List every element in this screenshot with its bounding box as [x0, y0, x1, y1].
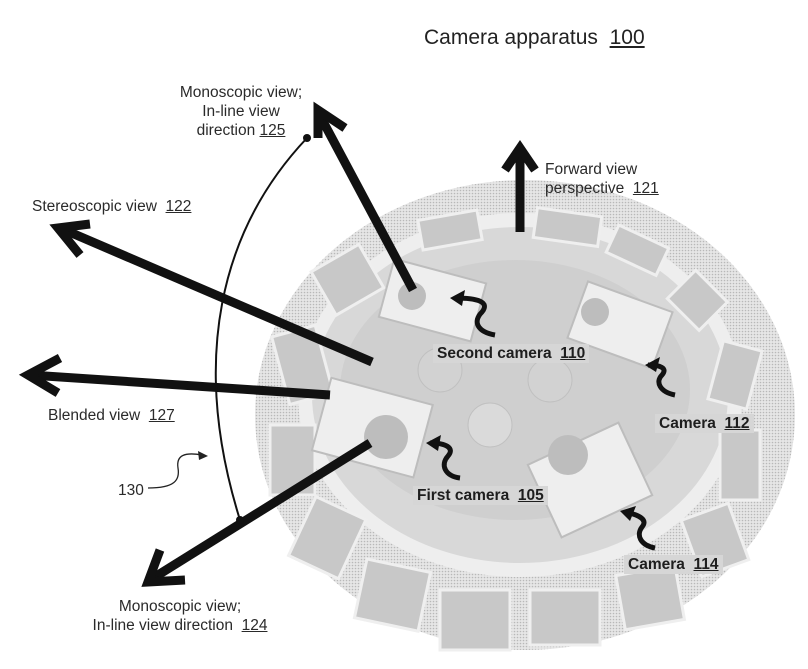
figure-title: Camera apparatus 100 [424, 26, 645, 49]
label-arc-130: 130 [118, 481, 144, 500]
pointer-110 [454, 295, 496, 338]
stereo-122-ref: 122 [165, 198, 192, 215]
title-text: Camera apparatus [424, 26, 598, 49]
label-first-camera-105: First camera 105 [413, 486, 548, 505]
arc-130-leader [147, 453, 203, 489]
blended-127-text: Blended view [48, 407, 141, 424]
camera-block [438, 588, 512, 652]
stereo-122-text: Stereoscopic view [32, 198, 157, 215]
mono-124-line2: In-line view direction [92, 617, 233, 634]
lens [398, 282, 426, 310]
camera-block [665, 268, 730, 333]
mono-125-line1: Monoscopic view; [179, 84, 303, 101]
view-arrows [18, 101, 539, 587]
camera-block [309, 242, 386, 318]
camera-pointers [426, 290, 676, 551]
camera-block [604, 223, 671, 278]
mono-124-arrow [147, 439, 373, 584]
mono-125-line2: In-line view [202, 103, 280, 120]
blended-127-arrowhead [18, 354, 63, 397]
camera-block [528, 588, 602, 647]
label-mono-124: Monoscopic view; In-line view direction … [60, 597, 300, 635]
camera-block [352, 557, 433, 633]
label-blended-127: Blended view 127 [48, 406, 175, 425]
label-second-camera-110: Second camera 110 [433, 344, 590, 363]
title-ref: 100 [609, 26, 645, 49]
cam-112-ref: 112 [724, 415, 750, 432]
mono-124-line1: Monoscopic view; [118, 598, 242, 615]
camera-block [416, 208, 484, 252]
cam-112-text: Camera [659, 415, 716, 432]
camera-block [531, 205, 604, 249]
camera-block [706, 339, 764, 411]
lens [548, 435, 588, 475]
cam-110-text: Second camera [437, 345, 552, 362]
camera-block [718, 428, 762, 502]
pointer-105 [429, 440, 461, 481]
arc-130-text: 130 [118, 482, 144, 499]
label-forward-121: Forward view perspective 121 [545, 160, 659, 198]
label-camera-112: Camera 112 [655, 414, 754, 433]
camera-block [286, 494, 368, 581]
cam-105-text: First camera [417, 487, 510, 504]
forward-view-arrowhead [501, 140, 539, 173]
hub-post [467, 402, 513, 448]
cam-114-ref: 114 [693, 556, 719, 573]
stereo-122-arrow [58, 223, 374, 367]
mono-125-line3: direction [196, 122, 256, 139]
camera-block [614, 563, 687, 632]
cam-114-text: Camera [628, 556, 685, 573]
hub-post [527, 357, 573, 403]
mono-124-ref: 124 [241, 617, 268, 634]
blended-127-ref: 127 [148, 407, 175, 424]
mono-125-arrowhead [313, 101, 348, 138]
label-mono-125: Monoscopic view; In-line view direction … [176, 83, 306, 140]
label-camera-114: Camera 114 [624, 555, 723, 574]
label-stereo-122: Stereoscopic view 122 [32, 197, 191, 216]
angle-arc-130 [147, 134, 311, 524]
mono-125-arrow [314, 109, 417, 293]
cam-110-ref: 110 [560, 345, 586, 362]
mono-124-arrowhead [141, 548, 186, 587]
pointer-114 [624, 509, 656, 551]
forward-121-line1: Forward view [545, 161, 638, 178]
forward-121-line2: perspective [545, 180, 625, 197]
apparatus-body [255, 180, 795, 652]
forward-121-ref: 121 [632, 180, 659, 197]
cam-105-ref: 105 [517, 487, 544, 504]
blended-127-arrow [29, 370, 331, 400]
mono-125-ref: 125 [259, 122, 286, 139]
lens [581, 298, 609, 326]
stereo-122-arrowhead [49, 219, 91, 258]
lens [364, 415, 408, 459]
